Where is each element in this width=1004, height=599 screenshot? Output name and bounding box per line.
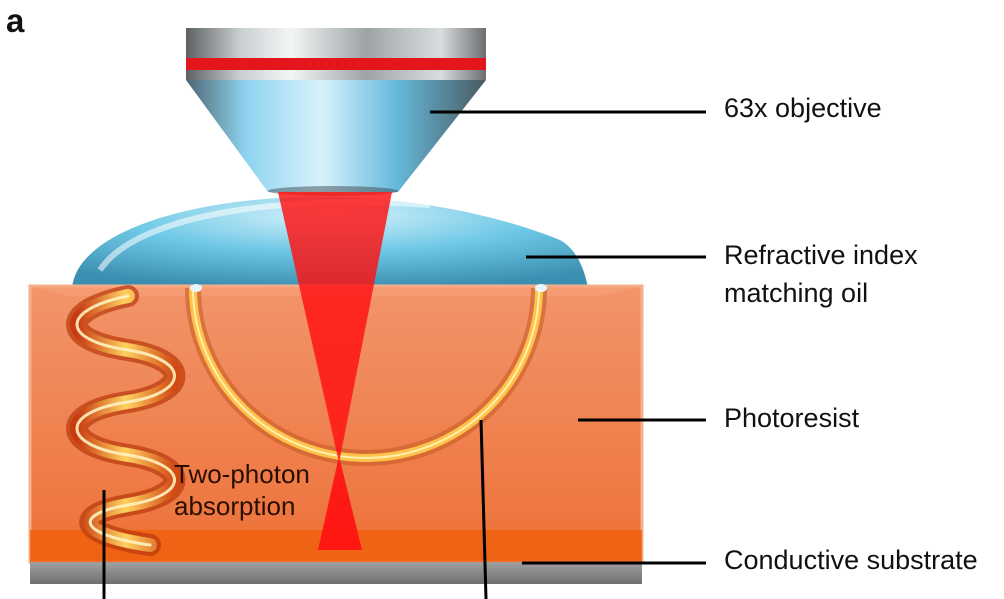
label-two-photon: Two-photon xyxy=(174,459,310,489)
label-substrate: Conductive substrate xyxy=(724,545,978,575)
label-oil-line1: Refractive index xyxy=(724,240,918,270)
label-objective: 63x objective xyxy=(724,93,882,123)
objective-red-band xyxy=(186,58,486,70)
objective-lens xyxy=(186,28,486,196)
laser-beam xyxy=(278,192,392,550)
label-photoresist: Photoresist xyxy=(724,403,860,433)
label-absorption: absorption xyxy=(174,491,296,521)
hemisphere-structure xyxy=(185,284,547,466)
leader-lines xyxy=(102,110,706,599)
laser-cone-upper xyxy=(278,192,392,458)
leader-hemisphere xyxy=(479,419,488,599)
helix-structure xyxy=(66,285,186,556)
label-oil-line2: matching oil xyxy=(724,278,869,308)
objective-cone xyxy=(186,80,486,192)
objective-barrel xyxy=(186,28,486,80)
conductive-substrate xyxy=(30,562,642,584)
panel-label: a xyxy=(6,2,25,39)
laser-cone-lower xyxy=(318,456,362,550)
